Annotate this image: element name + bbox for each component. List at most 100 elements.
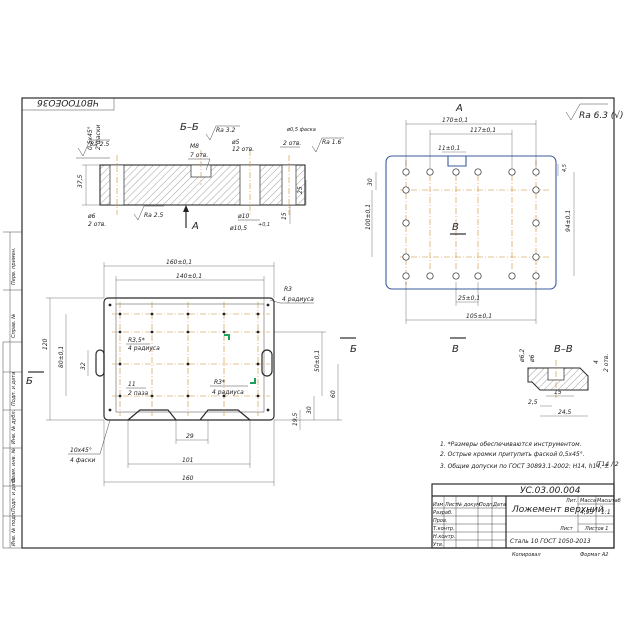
sec-2faski: 2 фаски (95, 125, 102, 150)
a-dim-105: 105±0,1 (466, 313, 492, 320)
plan-dim-60: 60 (330, 390, 337, 398)
sec-chamfer-05: 0,5х45° (87, 126, 94, 150)
tb-row-razrab: Разраб. (433, 510, 453, 516)
frame-side-labels: Перв. примен. Справ. № Подп. и дата Инв.… (11, 247, 17, 546)
plan-dim-80: 80±0,1 (58, 346, 65, 368)
plan-dim-32: 32 (80, 362, 87, 370)
plan-dim-160: 160±0,1 (166, 259, 192, 266)
plan-dim-50: 50±0,1 (314, 350, 321, 372)
tb-sheet: Лист (559, 526, 574, 532)
side-label-first-use: Перв. примен. (11, 247, 17, 285)
note-3: 3. Общие допуски по ГОСТ 30893.1-2002: H… (440, 463, 609, 470)
tb-row-utv: Утв. (433, 542, 444, 548)
tb-row-nkontr: Н.контр. (433, 534, 455, 540)
plan-10x45: 10х45° (70, 447, 92, 454)
a-dim-30: 30 (367, 178, 374, 186)
side-label-sign-date-2: Подп. и дата (11, 478, 17, 512)
tb-copied: Копировал (512, 552, 541, 558)
view-a: А 170±0,1 117±0,1 (365, 103, 575, 355)
a-dim-100: 100±0,1 (365, 204, 372, 230)
sec-chamfer-note: ø0,5 фаска (286, 127, 316, 133)
section-bb: Б–Б 37,5 25 15 Ra 2.5 0,5х45° 2 фаски (76, 122, 344, 232)
plan-4rad: 4 радиуса (282, 296, 314, 303)
tb-title: Ложемент верхний (511, 505, 604, 515)
plan-view: 160±0,1 140±0,1 R3 4 радиуса 120 80±0,1 … (26, 259, 357, 486)
vv-25: 2,5 (528, 399, 538, 406)
sheet-frame (2, 97, 615, 549)
tb-row-prov: Пров. (433, 518, 448, 524)
plan-dim-140: 140±0,1 (176, 273, 202, 280)
vv-d62: ø6,2 (519, 349, 526, 363)
section-v-bottom: В (452, 344, 459, 355)
sec-dim-25: 25 (297, 186, 304, 194)
view-a-title: А (455, 103, 463, 114)
sec-m8: M8 (190, 143, 199, 150)
tb-lit: Лит. (565, 498, 578, 504)
a-dim-11: 11±0,1 (438, 145, 460, 152)
plan-11: 11 (128, 381, 136, 388)
section-b-right: Б (350, 344, 357, 355)
section-vv: В–В ø6,2 ø6 4 2 отв. 2,5 15 24,5 (519, 344, 610, 417)
stamp-box: ЧВ0ТООЕО36 (21, 97, 115, 111)
section-v-top: В (452, 222, 459, 233)
tb-col-doc: № докум. (456, 502, 482, 508)
sec-ra32: Ra 3.2 (216, 127, 235, 134)
plan-r3b: R3* (214, 379, 225, 386)
plan-4rad2: 4 радиуса (128, 345, 160, 352)
a-dim-170: 170±0,1 (442, 117, 468, 124)
title-block: УС.03.00.004 Ложемент верхний Сталь 10 Г… (431, 483, 621, 558)
note-3-fraction: IT14 / 2 (596, 461, 619, 468)
a-dim-25: 25±0,1 (458, 295, 480, 302)
tb-col-izm: Изм (433, 502, 443, 508)
sec-d6: ø6 (87, 213, 96, 220)
vv-15: 15 (554, 389, 562, 396)
plan-4rad3: 4 радиуса (212, 389, 244, 396)
plan-hole-dots (108, 303, 270, 412)
tb-col-list: Лист (444, 502, 459, 508)
sec-d5: ø5 (231, 139, 240, 146)
plan-dim-160b: 160 (182, 475, 194, 482)
side-label-replace-inv: Взам. инв. № (11, 448, 17, 482)
sec-d10: ø10 (237, 213, 249, 220)
section-vv-title: В–В (554, 344, 573, 355)
plan-r3: R3 (284, 286, 292, 293)
side-label-sign-date-1: Подп. и дата (11, 372, 17, 406)
sec-ra25-bottom: Ra 2.5 (144, 212, 163, 219)
general-roughness: Ra 6.3 (√) (565, 103, 624, 121)
a-dim-94: 94±0,1 (565, 210, 572, 232)
section-b-left: Б (26, 376, 33, 387)
note-2: 2. Острые кромки притупить фаской 0,5х45… (440, 451, 585, 458)
sec-dim-375: 37,5 (77, 174, 84, 188)
vv-d6: ø6 (529, 354, 536, 363)
tb-col-sign: Подп. (479, 502, 494, 508)
side-label-dup-inv: Инв. № дубл. (11, 410, 17, 444)
side-label-ref-no: Справ. № (11, 314, 17, 338)
tb-mass-value: 4,95 (580, 509, 594, 516)
plan-dim-101: 101 (182, 457, 193, 464)
tb-scale-label: Масштаб (597, 498, 621, 504)
sec-dim-15: 15 (281, 212, 288, 220)
stamp-code: ЧВ0ТООЕО36 (37, 97, 99, 107)
tb-designation: УС.03.00.004 (520, 486, 581, 496)
general-roughness-text: Ra 6.3 (√) (579, 110, 624, 121)
section-bb-title: Б–Б (180, 122, 199, 133)
plan-2paza: 2 паза (128, 390, 149, 397)
plan-dim-195: 19,5 (292, 412, 299, 426)
plan-4faski: 4 фаски (70, 457, 95, 464)
sec-7otv: 7 отв. (190, 152, 208, 159)
sec-d105: ø10,5 (229, 225, 247, 232)
a-dim-45: 4,5 (562, 164, 568, 172)
tb-col-date: Дата (492, 502, 506, 508)
vv-4: 4 (593, 360, 600, 364)
tb-format: Формат А2 (580, 552, 608, 558)
tb-row-tkontr: Т.контр. (433, 526, 455, 532)
tb-mass-label: Масса (580, 498, 596, 504)
note-1: 1. *Размеры обеспечиваются инструментом. (440, 441, 582, 448)
tb-material: Сталь 10 ГОСТ 1050-2013 (510, 538, 591, 545)
sec-12otv: 12 отв. (232, 146, 254, 153)
plan-dim-120: 120 (42, 338, 49, 350)
sec-2otv: 2 отв. (88, 221, 106, 228)
vv-2otv: 2 отв. (603, 354, 610, 372)
a-dim-117: 117±0,1 (470, 127, 496, 134)
